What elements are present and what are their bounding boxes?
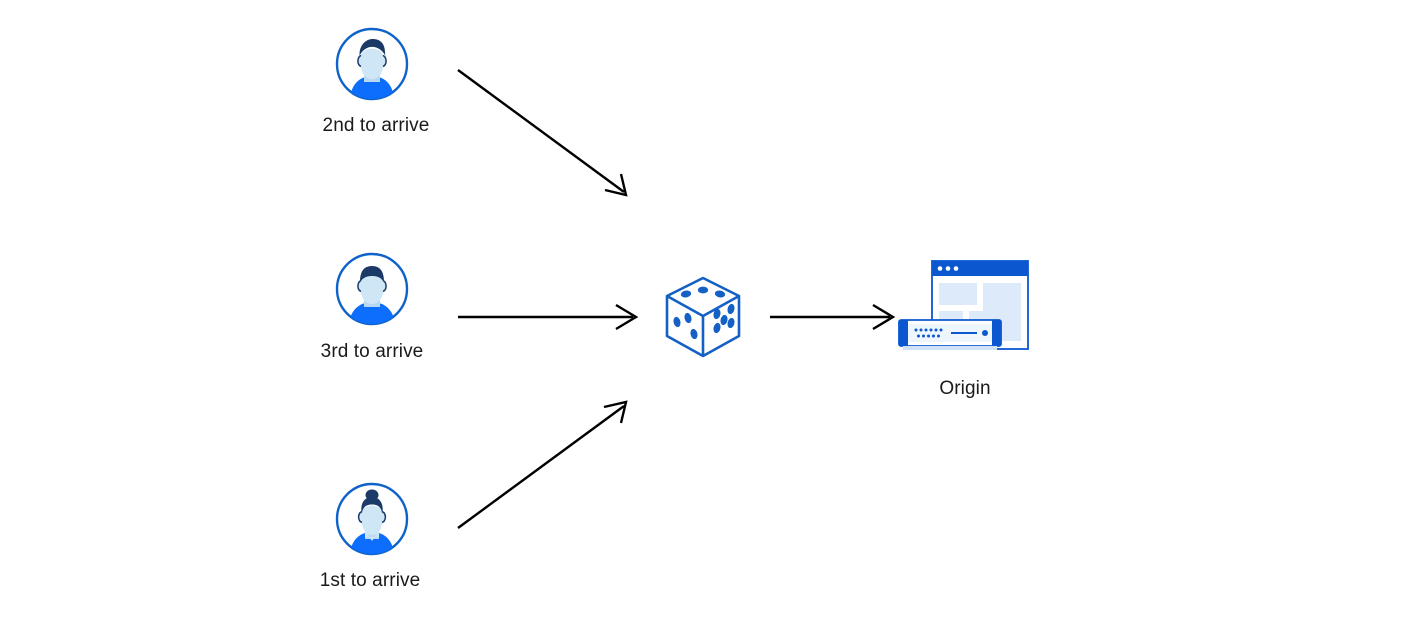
client-label-1st: 1st to arrive [319,570,421,591]
client-avatar-1st[interactable] [334,481,410,557]
user-avatar-icon [335,252,409,326]
origin-server-icon [898,260,1029,350]
arrow-dice-to-origin [770,303,896,331]
user-avatar-icon [335,27,409,101]
arrow-1st-to-dice [457,400,628,529]
random-selection-dice[interactable] [655,268,751,364]
dice-icon [665,276,741,358]
origin-label: Origin [939,378,991,399]
origin-server[interactable] [897,258,1033,368]
user-avatar-icon [335,482,409,556]
arrow-3rd-to-dice [458,303,639,331]
client-label-3rd: 3rd to arrive [320,341,424,362]
client-label-2nd: 2nd to arrive [322,115,430,136]
client-avatar-2nd[interactable] [334,26,410,102]
client-avatar-3rd[interactable] [334,251,410,327]
server-appliance-icon [898,319,1002,350]
